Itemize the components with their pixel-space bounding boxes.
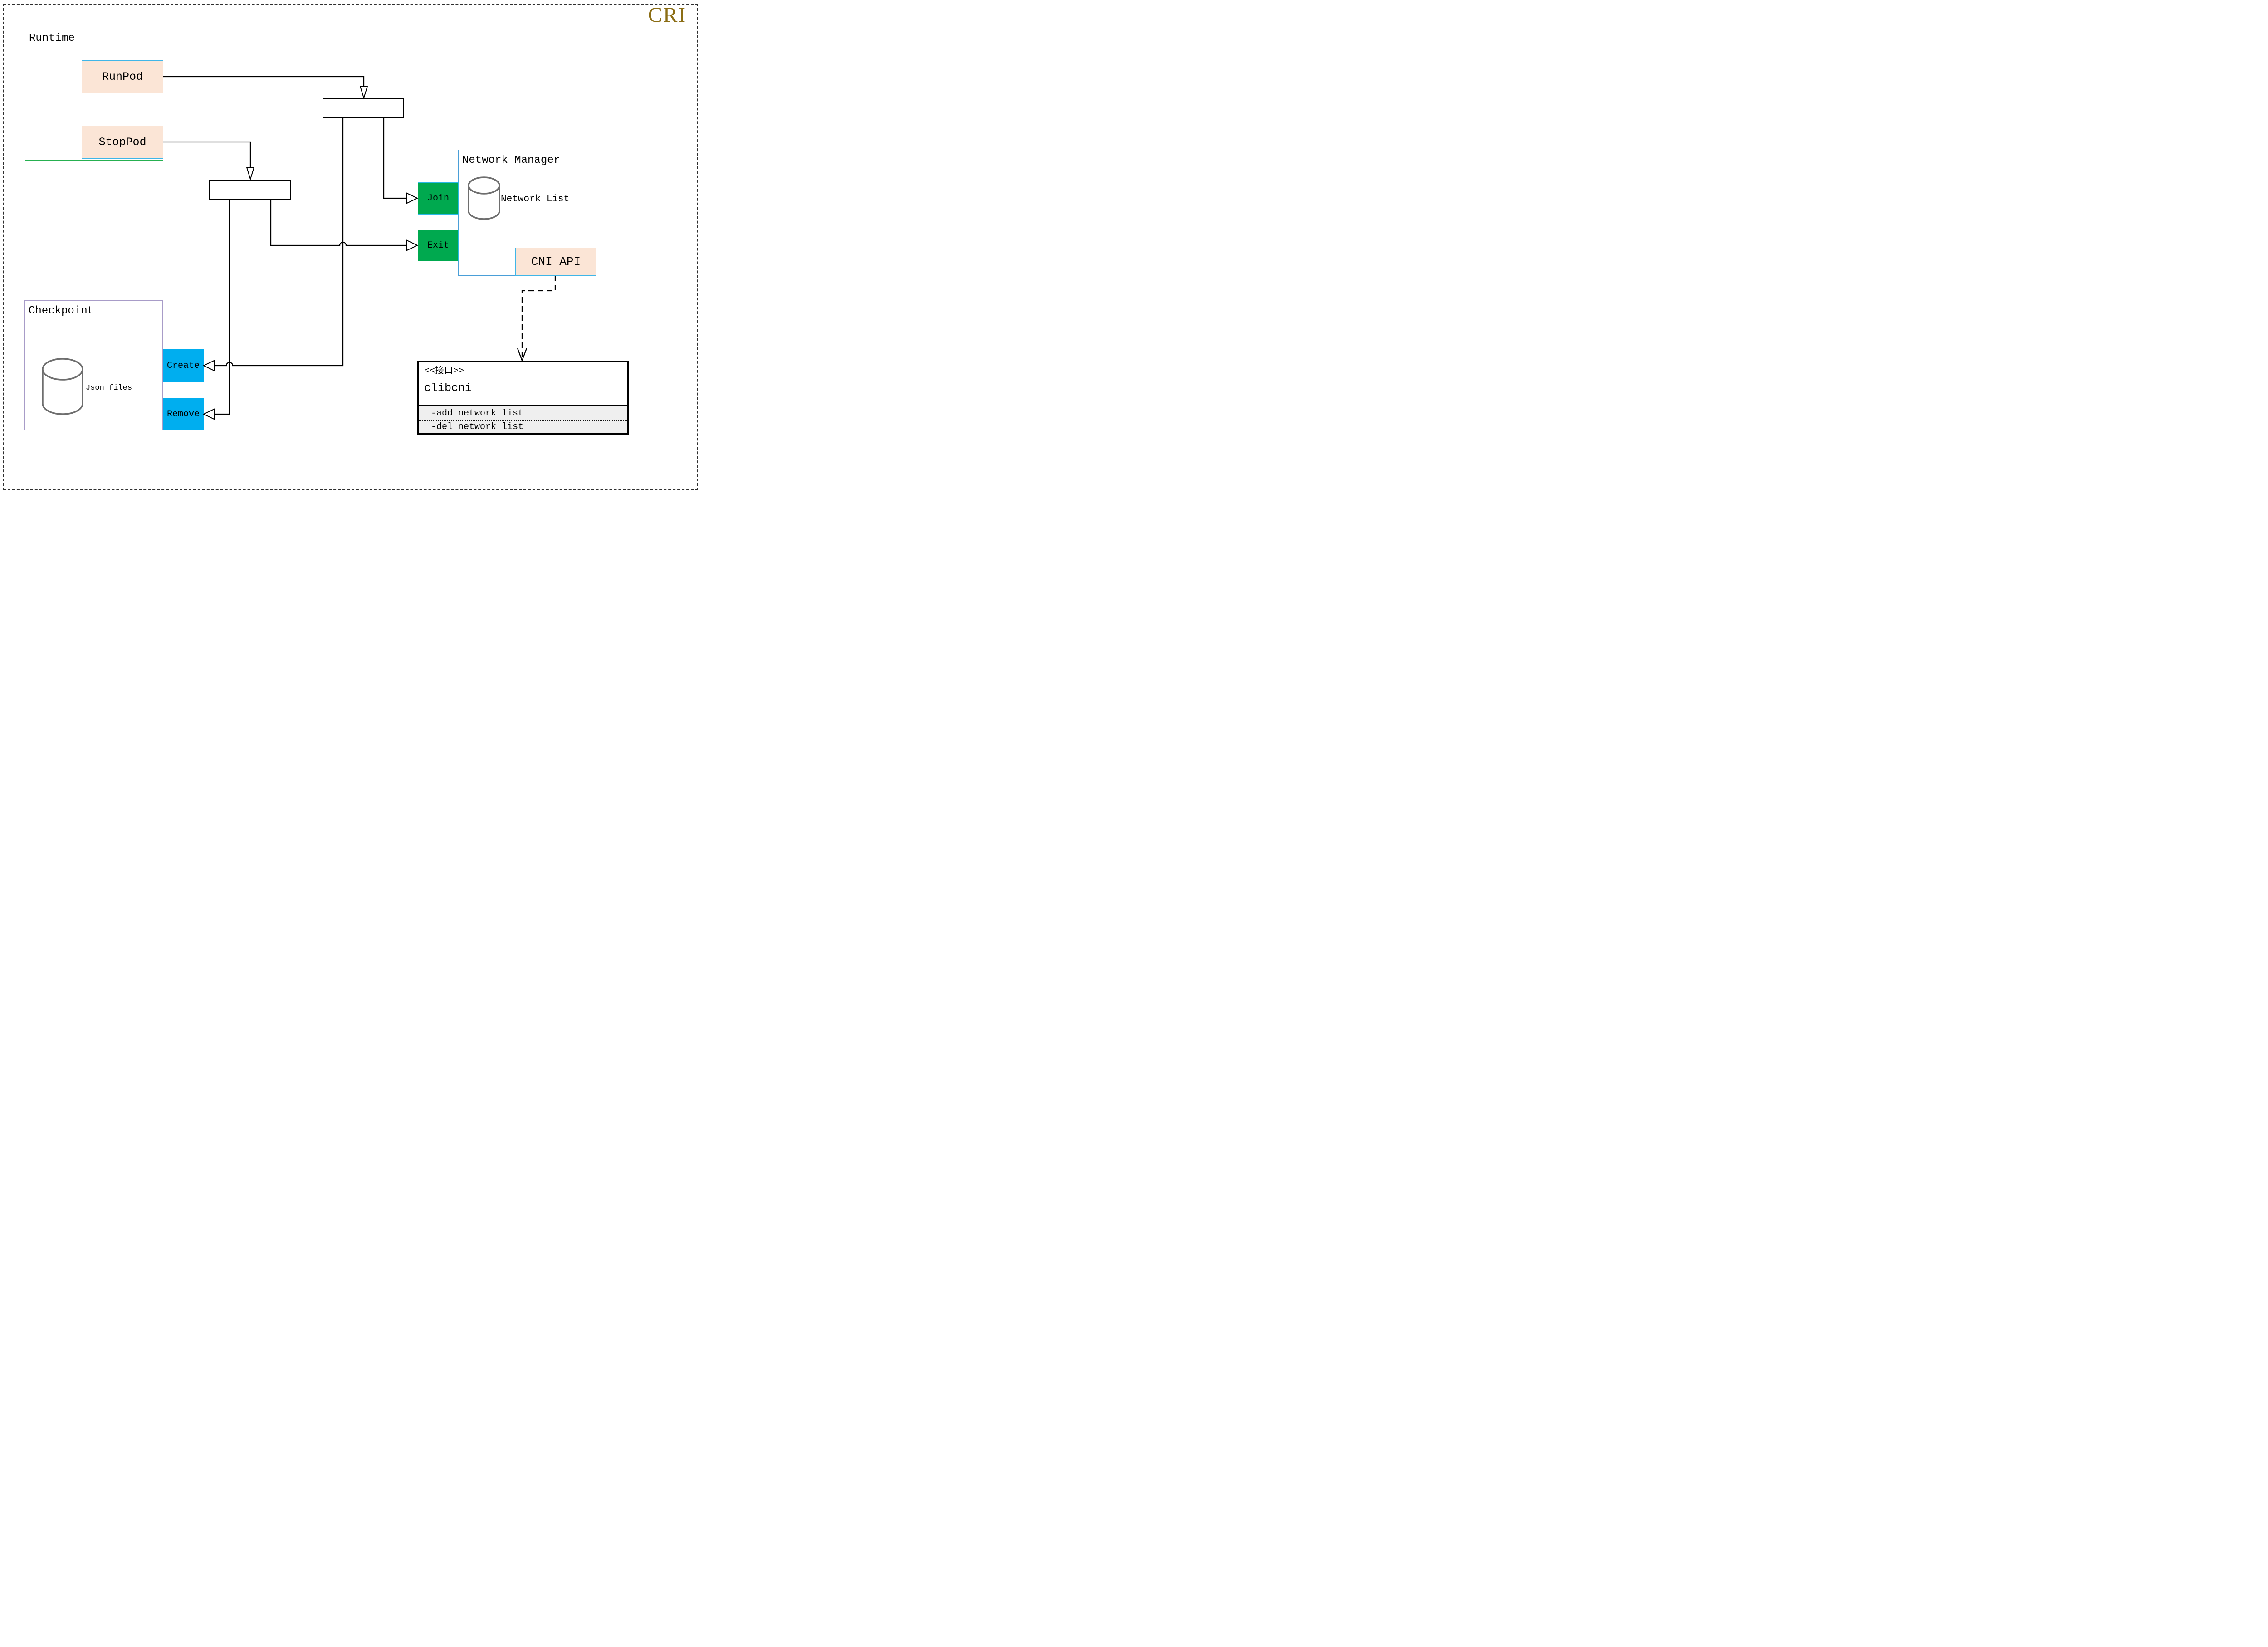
connector-node2-to-exit	[270, 200, 407, 246]
exit-node: Exit	[418, 230, 459, 261]
arrowhead-down-node1	[359, 86, 368, 100]
process-node-runpod	[323, 98, 404, 118]
interface-stereotype: <<接口>>	[424, 366, 464, 376]
network-manager-label: Network Manager	[462, 154, 561, 166]
checkpoint-label: Checkpoint	[29, 305, 94, 317]
connector-cniapi-to-clibcni	[521, 276, 556, 358]
arrowhead-left-create	[202, 360, 215, 371]
connector-node1-to-join	[383, 118, 407, 199]
cni-api-node: CNI API	[515, 248, 596, 276]
arrowhead-right-exit	[406, 239, 419, 251]
connector-node2-to-remove	[214, 200, 230, 415]
connector-stoppod-to-node2	[163, 141, 251, 167]
connector-runpod-to-node1	[163, 76, 365, 86]
cri-architecture-diagram: CRI Runtime RunPod StopPod Network Manag…	[0, 0, 702, 494]
network-list-database-icon	[468, 176, 500, 220]
clibcni-interface-header: <<接口>> clibcni	[419, 362, 627, 405]
arrowhead-down-node2	[246, 167, 255, 181]
create-node: Create	[163, 349, 204, 382]
remove-node: Remove	[163, 398, 204, 430]
runtime-label: Runtime	[29, 32, 75, 44]
arrowhead-open-clibcni	[517, 348, 528, 362]
join-node: Join	[418, 182, 459, 215]
interface-method-add: -add_network_list	[419, 406, 627, 421]
diagram-title: CRI	[648, 3, 686, 27]
connector-node1-to-create	[214, 118, 344, 367]
clibcni-interface-members: -add_network_list -del_network_list	[419, 405, 627, 433]
stoppod-node: StopPod	[82, 126, 163, 159]
runpod-node: RunPod	[82, 60, 163, 93]
clibcni-interface-box: <<接口>> clibcni -add_network_list -del_ne…	[417, 361, 629, 435]
arrowhead-right-join	[406, 192, 419, 204]
process-node-stoppod	[209, 180, 291, 200]
interface-name: clibcni	[424, 381, 472, 395]
interface-method-del: -del_network_list	[431, 422, 524, 432]
network-list-label: Network List	[501, 194, 570, 205]
json-files-label: Json files	[86, 384, 132, 392]
arrowhead-left-remove	[202, 408, 215, 420]
json-files-database-icon	[42, 358, 83, 415]
